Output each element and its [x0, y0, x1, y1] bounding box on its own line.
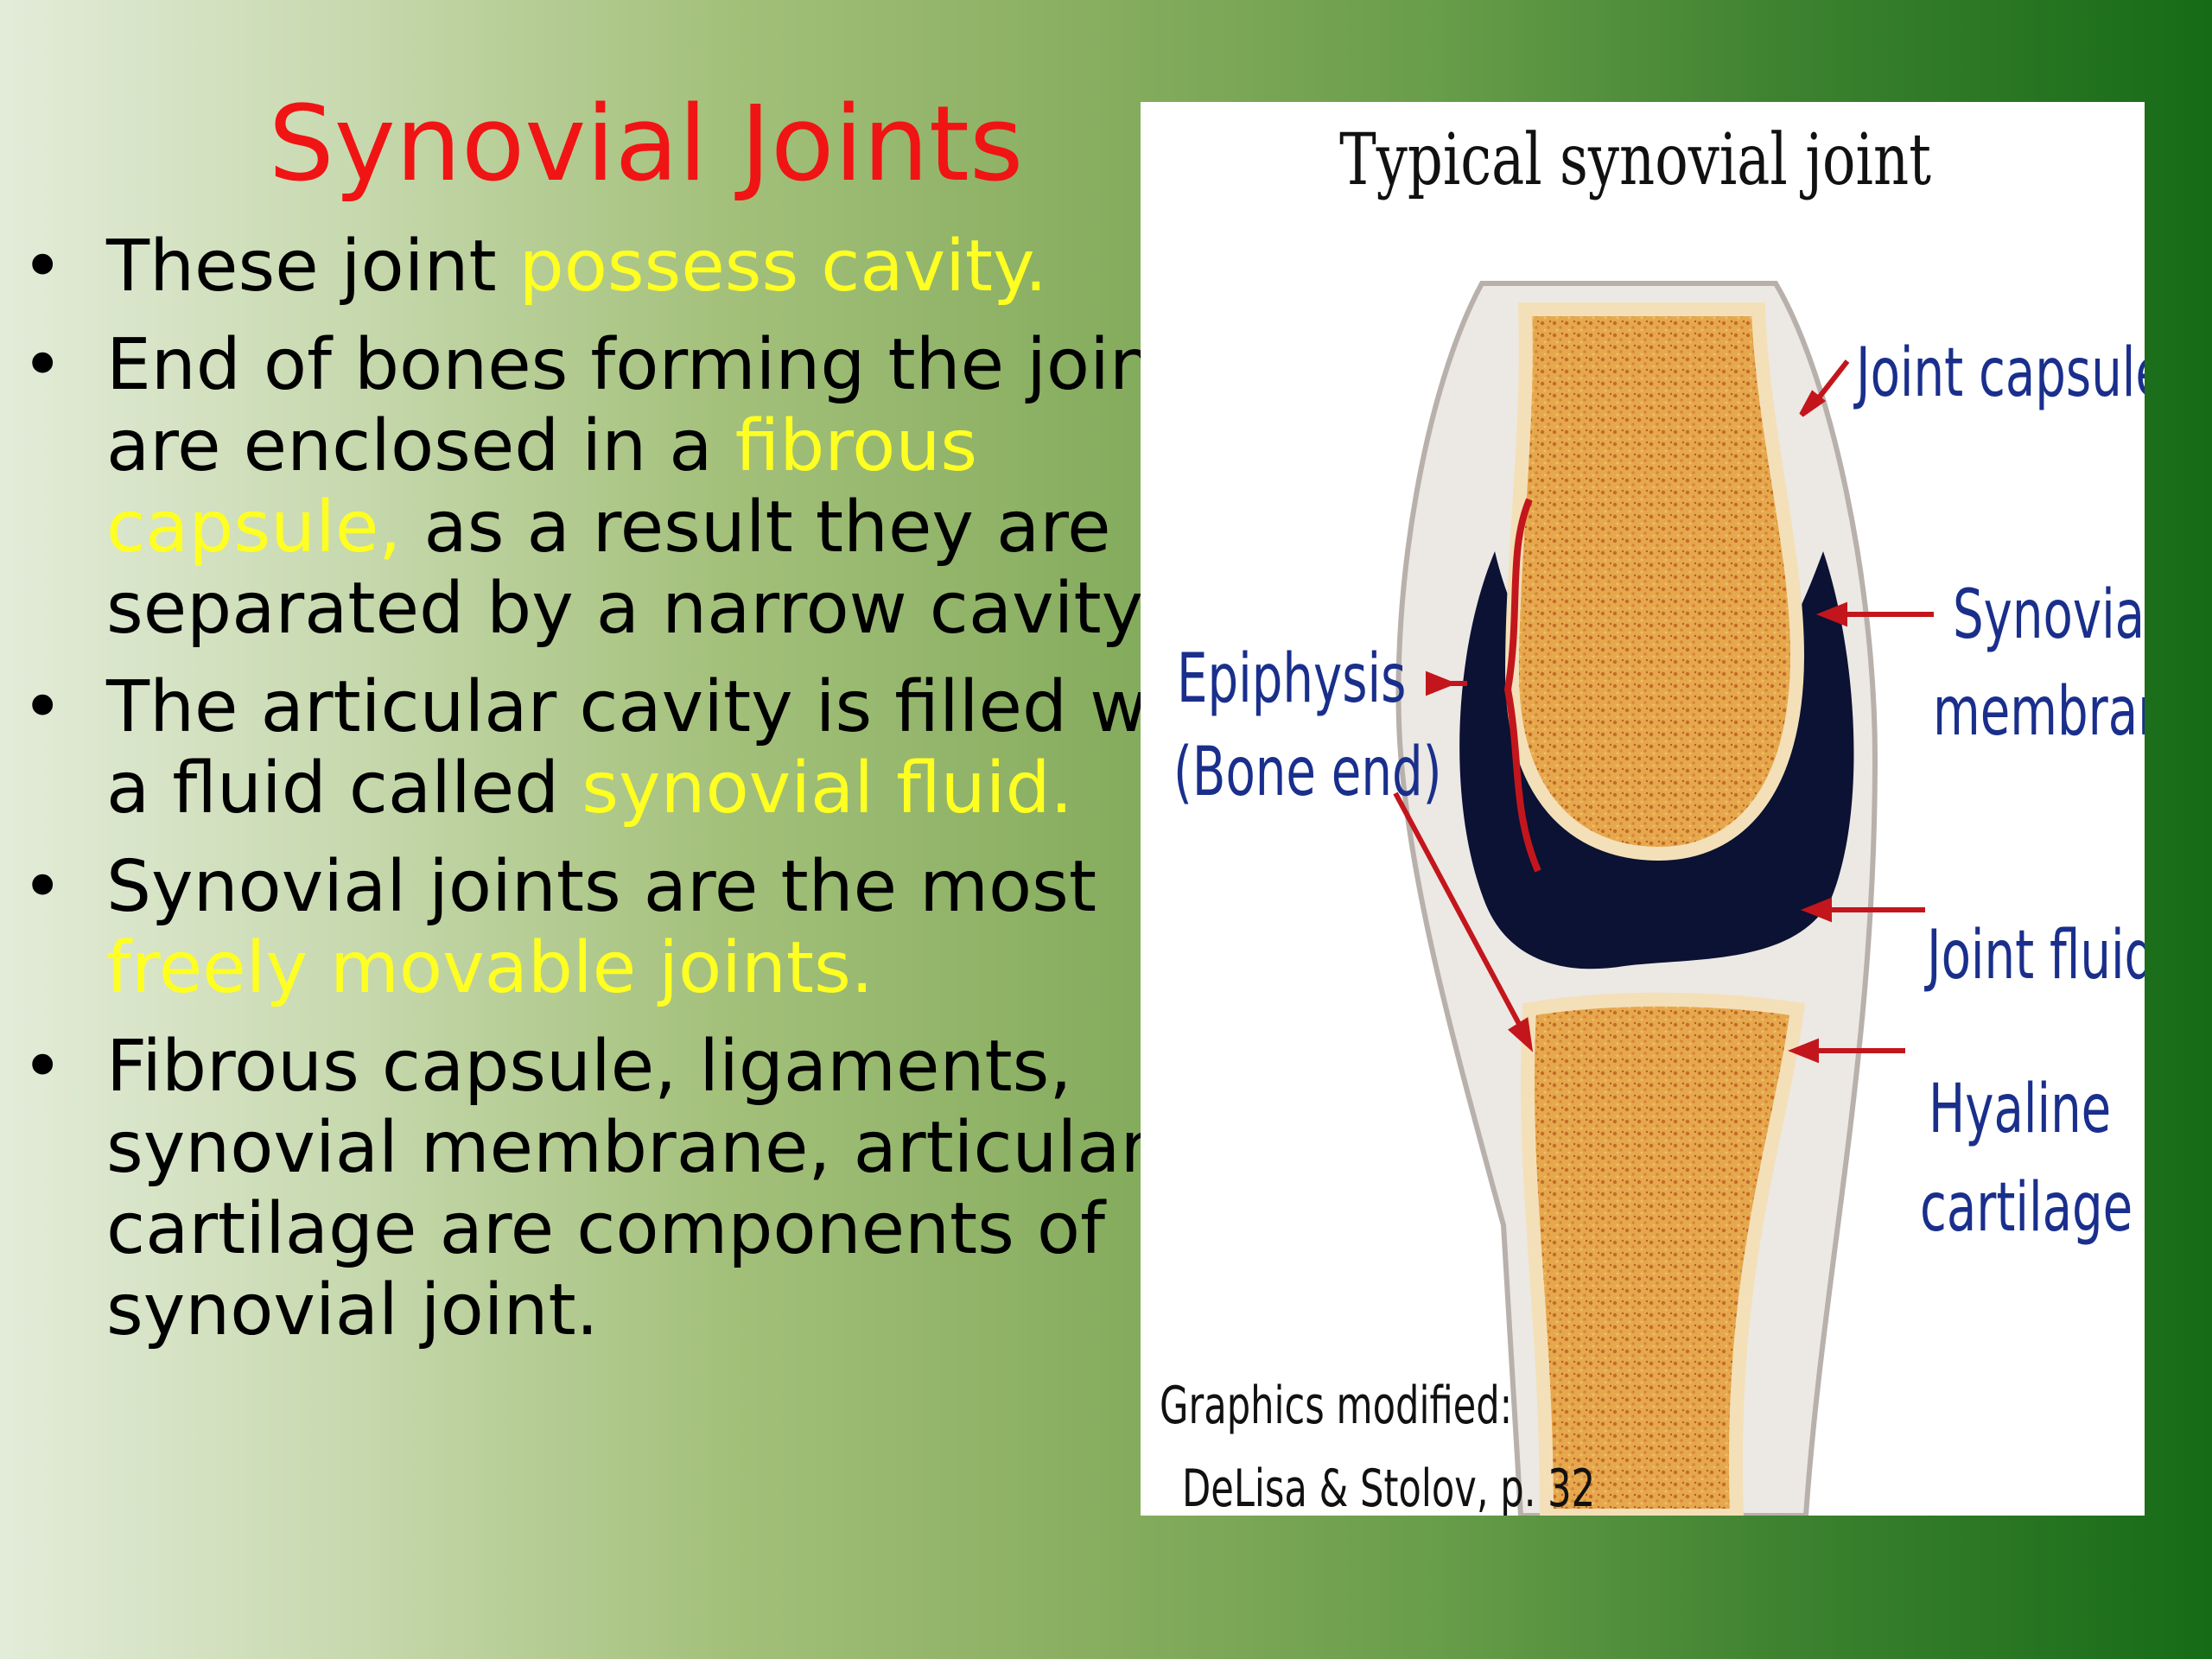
- label-hyaline-line2: cartilage: [1920, 1169, 2133, 1247]
- upper-bone-shape: [1504, 302, 1805, 861]
- bullet-item: • The articular cavity is filled with a f…: [0, 667, 1253, 830]
- bullet-dot: •: [22, 846, 64, 928]
- label-epiphysis-line1: Epiphysis: [1177, 640, 1407, 718]
- bullet-text: End of bones forming the joint are enclo…: [106, 324, 1182, 487]
- bullet-item: • Synovial joints are the most freely mov…: [0, 847, 1253, 1009]
- slide-title: Synovial Joints: [268, 85, 1024, 205]
- bullet-text: These joint: [106, 226, 519, 308]
- bullet-list: • These joint possess cavity. • End of bon…: [0, 226, 1253, 1369]
- synovial-joint-figure: Typical synovial joint Joint capsule Syn…: [1141, 102, 2145, 1516]
- bullet-text: Synovial joints are the most: [106, 846, 1096, 928]
- bullet-highlight: fibrous capsule,: [106, 405, 978, 569]
- figure-title: Typical synovial joint: [1339, 119, 1931, 201]
- bullet-item: • These joint possess cavity.: [0, 226, 1253, 308]
- credit-line1: Graphics modified:: [1160, 1376, 1513, 1436]
- label-joint-fluid: Joint fluid: [1927, 917, 2145, 995]
- bullet-text: Fibrous capsule, ligaments, synovial mem…: [106, 1026, 1150, 1351]
- bullet-dot: •: [22, 226, 64, 308]
- bullet-highlight: possess cavity.: [518, 226, 1047, 308]
- label-hyaline-line1: Hyaline: [1929, 1071, 2112, 1148]
- credit-line2: DeLisa & Stolov, p. 32: [1182, 1459, 1596, 1516]
- label-arrows: [1393, 359, 1934, 1064]
- epiphysis-brace: [1503, 498, 1541, 873]
- bullet-highlight: synovial fluid.: [582, 747, 1073, 830]
- bullet-item: • Fibrous capsule, ligaments, synovial me…: [0, 1027, 1253, 1351]
- label-epiphysis-line2: (Bone end): [1173, 734, 1442, 811]
- bullet-dot: •: [22, 324, 64, 406]
- bullet-dot: •: [22, 666, 64, 748]
- label-synovial-line2: membrane: [1933, 673, 2145, 751]
- joint-diagram: [1393, 281, 1934, 1516]
- label-synovial-line1: Synovial: [1953, 576, 2145, 654]
- bullet-text: as a result they are separated by a narr…: [106, 486, 1156, 650]
- label-joint-capsule: Joint capsule: [1856, 334, 2145, 412]
- bullet-highlight: freely movable joints.: [106, 927, 874, 1009]
- bullet-item: • End of bones forming the joint are encl…: [0, 325, 1253, 650]
- bullet-text: The articular cavity is filled with a fl…: [106, 666, 1241, 830]
- lower-bone-shape: [1520, 992, 1805, 1516]
- bullet-dot: •: [22, 1026, 64, 1108]
